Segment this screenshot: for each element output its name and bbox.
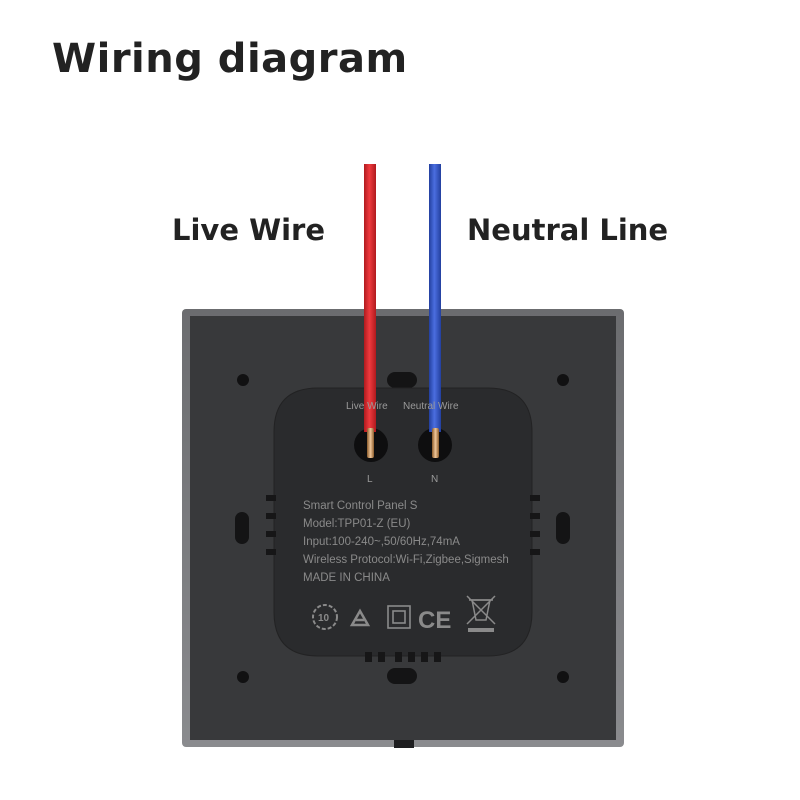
- terminal-l-label: L: [367, 474, 373, 485]
- module-neutral-label: Neutral Wire: [403, 401, 459, 412]
- live-wire-callout: Live Wire: [172, 213, 325, 247]
- spec-line: MADE IN CHINA: [303, 572, 390, 584]
- terminal-n-label: N: [431, 474, 438, 485]
- spec-line: Model:TPP01-Z (EU): [303, 518, 411, 530]
- spec-line: Input:100-240~,50/60Hz,74mA: [303, 536, 460, 548]
- control-module: [273, 387, 533, 657]
- neutral-wire-core: [432, 428, 439, 458]
- page-title: Wiring diagram: [52, 36, 408, 82]
- neutral-wire: [429, 164, 441, 432]
- screw-hole: [557, 374, 569, 386]
- recycle-icon: [349, 608, 371, 627]
- ten-year-icon: 10: [312, 604, 338, 630]
- live-wire: [364, 164, 376, 432]
- neutral-line-callout: Neutral Line: [467, 213, 669, 247]
- ten-year-text: 10: [318, 613, 330, 624]
- spec-line: Smart Control Panel S: [303, 500, 418, 512]
- spec-line: Wireless Protocol:Wi-Fi,Zigbee,Sigmesh: [303, 554, 509, 566]
- double-insulation-icon: [387, 605, 411, 629]
- screw-hole: [557, 671, 569, 683]
- ce-mark-icon: CE: [418, 607, 451, 634]
- mount-slot: [556, 512, 570, 544]
- module-live-label: Live Wire: [346, 401, 388, 412]
- screw-hole: [237, 671, 249, 683]
- live-wire-core: [367, 428, 374, 458]
- weee-bin-icon: [466, 595, 496, 632]
- screw-hole: [237, 374, 249, 386]
- mount-slot: [235, 512, 249, 544]
